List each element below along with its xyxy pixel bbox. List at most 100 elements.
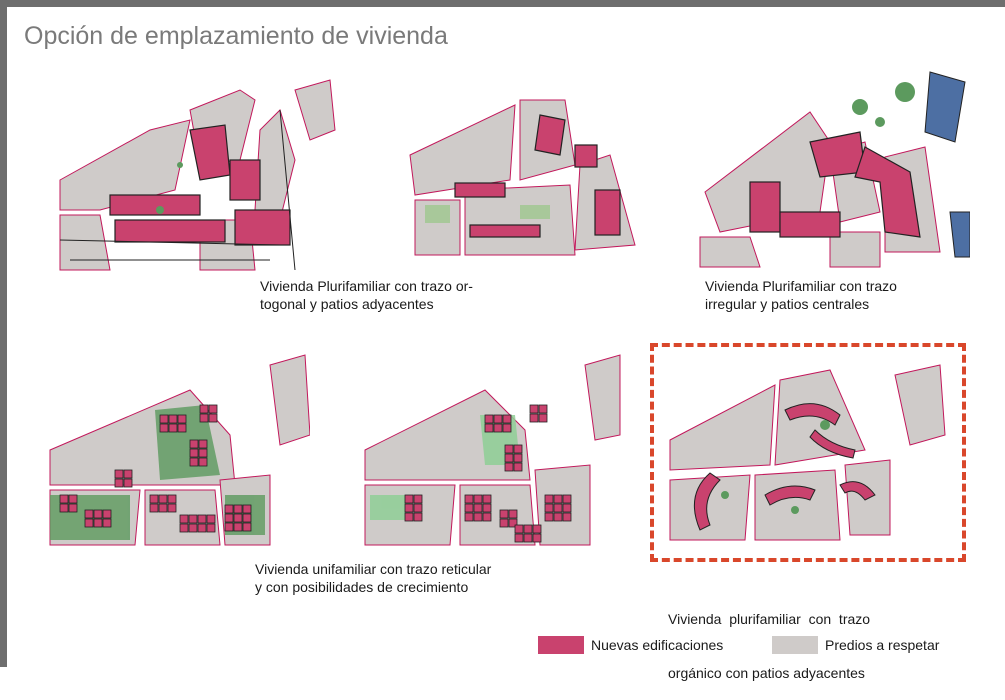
legend-swatch-new: [538, 636, 584, 654]
house-cell: [544, 494, 554, 504]
sketch-orthogonal-variant: [409, 99, 636, 256]
house-cell: [198, 439, 208, 449]
sketch-reticular-variant: [364, 354, 621, 546]
house-cell: [179, 514, 189, 524]
house-cell: [504, 444, 514, 454]
house-cell: [532, 533, 542, 543]
house-cell: [482, 494, 492, 504]
house-cell: [123, 478, 133, 488]
caption-line: Vivienda plurifamiliar con trazo: [668, 611, 871, 627]
house-cell: [84, 509, 94, 519]
house-cell: [562, 512, 572, 522]
caption-orthogonal: Vivienda Plurifamiliar con trazo or- tog…: [260, 277, 473, 313]
house-cell: [484, 414, 494, 424]
sketch-reticular: [49, 354, 310, 546]
legend-label-existing: Predios a respetar: [825, 637, 940, 653]
house-cell: [553, 503, 563, 513]
house-cell: [206, 523, 216, 533]
house-cell: [189, 448, 199, 458]
house-cell: [158, 494, 168, 504]
house-cell: [538, 413, 548, 423]
house-cell: [158, 503, 168, 513]
house-cell: [482, 512, 492, 522]
house-cell: [562, 494, 572, 504]
house-cell: [123, 469, 133, 479]
house-cell: [504, 453, 514, 463]
house-cell: [168, 414, 178, 424]
house-cell: [242, 522, 252, 532]
house-cell: [149, 503, 159, 513]
house-cell: [493, 414, 503, 424]
caption-line: togonal y patios adyacentes: [260, 296, 434, 312]
caption-line: y con posibilidades de crecimiento: [255, 579, 469, 595]
figure-frame: [0, 0, 1005, 667]
house-cell: [102, 518, 112, 528]
house-cell: [464, 494, 474, 504]
house-cell: [473, 503, 483, 513]
house-cell: [513, 462, 523, 472]
house-cell: [514, 524, 524, 534]
house-cell: [553, 494, 563, 504]
caption-line: Vivienda Plurifamiliar con trazo: [705, 278, 897, 294]
house-cell: [464, 512, 474, 522]
house-cell: [224, 513, 234, 523]
house-cell: [114, 478, 124, 488]
caption-irregular: Vivienda Plurifamiliar con trazo irregul…: [705, 277, 897, 313]
house-cell: [59, 503, 69, 513]
house-cell: [189, 457, 199, 467]
house-cell: [197, 523, 207, 533]
house-cell: [177, 423, 187, 433]
house-cell: [168, 423, 178, 433]
house-cell: [502, 414, 512, 424]
house-cell: [529, 413, 539, 423]
house-cell: [413, 512, 423, 522]
house-cell: [513, 444, 523, 454]
house-cell: [206, 514, 216, 524]
house-cell: [159, 414, 169, 424]
house-cell: [484, 423, 494, 433]
caption-line: irregular y patios centrales: [705, 296, 870, 312]
house-cell: [224, 504, 234, 514]
caption-line: Vivienda unifamiliar con trazo reticular: [255, 561, 492, 577]
house-cell: [233, 504, 243, 514]
caption-line: Vivienda Plurifamiliar con trazo or-: [260, 278, 473, 294]
house-cell: [199, 413, 209, 423]
house-cell: [208, 404, 218, 414]
house-cell: [523, 533, 533, 543]
highlight-frame: [650, 343, 966, 562]
caption-reticular: Vivienda unifamiliar con trazo reticular…: [255, 560, 491, 596]
figure-title: Opción de emplazamiento de vivienda: [24, 22, 448, 50]
legend-label-new: Nuevas edificaciones: [591, 637, 724, 653]
house-cell: [413, 494, 423, 504]
house-cell: [532, 524, 542, 534]
sketch-irregular: [699, 71, 970, 268]
house-cell: [473, 494, 483, 504]
house-cell: [464, 503, 474, 513]
house-cell: [224, 522, 234, 532]
house-cell: [413, 503, 423, 513]
house-cell: [502, 423, 512, 433]
house-cell: [233, 522, 243, 532]
house-cell: [242, 504, 252, 514]
house-cell: [513, 453, 523, 463]
sketch-organic: [669, 364, 946, 541]
house-cell: [499, 509, 509, 519]
house-cell: [208, 413, 218, 423]
house-cell: [198, 448, 208, 458]
house-cell: [504, 462, 514, 472]
house-cell: [482, 503, 492, 513]
house-cell: [544, 512, 554, 522]
legend-swatch-existing: [772, 636, 818, 654]
house-cell: [508, 518, 518, 528]
house-cell: [404, 512, 414, 522]
house-cell: [198, 457, 208, 467]
house-cell: [93, 518, 103, 528]
house-cell: [514, 533, 524, 543]
house-cell: [499, 518, 509, 528]
house-cell: [508, 509, 518, 519]
house-cell: [179, 523, 189, 533]
house-cell: [149, 494, 159, 504]
house-cell: [493, 423, 503, 433]
house-cell: [188, 514, 198, 524]
house-cell: [68, 503, 78, 513]
